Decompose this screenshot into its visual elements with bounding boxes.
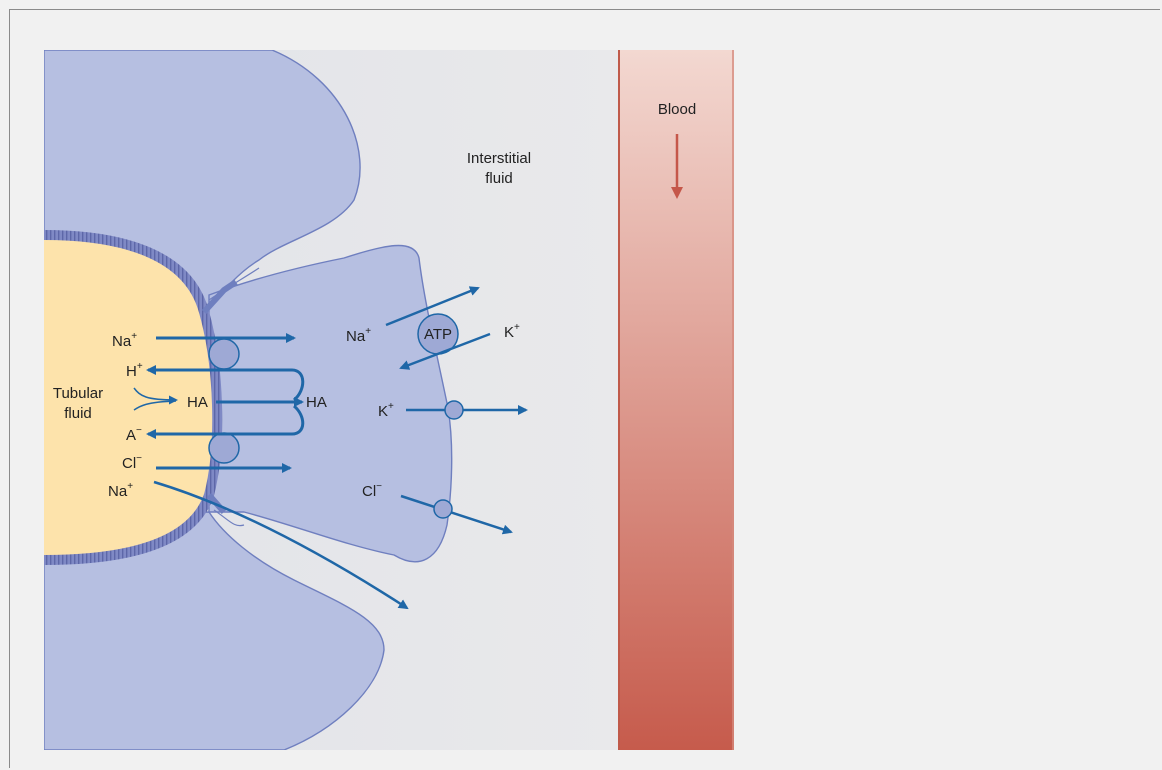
ha-apical-label: HA bbox=[187, 394, 208, 411]
cl-anion-exchanger bbox=[209, 433, 239, 463]
atp-label: ATP bbox=[424, 326, 452, 343]
na-h-exchanger bbox=[209, 339, 239, 369]
ha-cell-label: HA bbox=[306, 394, 327, 411]
cl-channel bbox=[434, 500, 452, 518]
interstitial-label-line1: Interstitial bbox=[467, 150, 531, 167]
tubular-label-line1: Tubular bbox=[53, 385, 103, 402]
nephron-transport-diagram: Blood Interstitial fluid Tubular fluid A… bbox=[44, 50, 734, 750]
viewer-frame: Blood Interstitial fluid Tubular fluid A… bbox=[9, 9, 1160, 768]
blood-label: Blood bbox=[658, 101, 696, 118]
k-channel bbox=[445, 401, 463, 419]
tubular-label-line2: fluid bbox=[64, 405, 92, 422]
interstitial-label-line2: fluid bbox=[485, 170, 513, 187]
